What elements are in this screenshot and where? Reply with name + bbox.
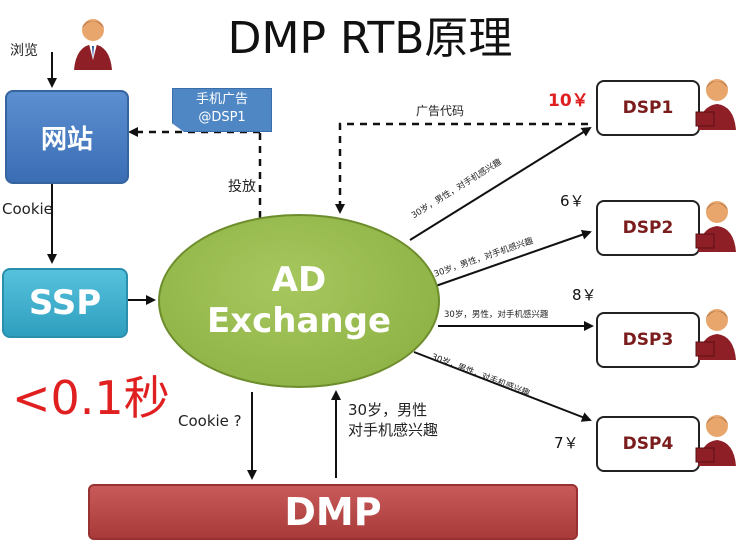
bid-arrow-dsp4 (413, 351, 592, 422)
dmp-reply-line2: 对手机感兴趣 (348, 421, 439, 439)
dsp1-price: 10￥ (548, 91, 589, 111)
cookie-query-label: Cookie ? (178, 412, 242, 430)
website-label: 网站 (40, 124, 93, 155)
dmp-reply-label: 30岁，男性 对手机感兴趣 (348, 400, 438, 440)
dmp-node: DMP (88, 484, 578, 540)
dsp4-price: 7￥ (554, 434, 579, 452)
ad-card: 手机广告 @DSP1 (172, 88, 272, 132)
person-icon (695, 201, 736, 252)
dsp4-label: DSP4 (622, 434, 674, 454)
dsp2-node: DSP2 (596, 200, 700, 256)
ad-exchange-node: AD Exchange (158, 214, 440, 388)
dsp2-price: 6￥ (560, 192, 585, 210)
ad-card-line1: 手机广告 (195, 92, 248, 107)
dsp3-node: DSP3 (596, 312, 700, 368)
cookie-label: Cookie (2, 200, 53, 218)
dsp3-price: 8￥ (572, 286, 597, 304)
dsp1-label: DSP1 (622, 98, 674, 118)
adx-line1: AD (271, 260, 327, 301)
dsp2-label: DSP2 (622, 218, 674, 238)
bid-arrow-dsp2 (429, 229, 592, 289)
page-title: DMP RTB原理 (227, 13, 513, 64)
bid-arrow-dsp1 (409, 126, 592, 241)
person-icon (695, 79, 736, 130)
browse-label: 浏览 (10, 43, 38, 59)
person-icon (74, 19, 112, 70)
dsp3-label: DSP3 (622, 330, 674, 350)
latency-label: <0.1秒 (12, 371, 170, 425)
website-node: 网站 (5, 90, 129, 184)
adx-line2: Exchange (206, 301, 392, 341)
ssp-label: SSP (28, 283, 102, 323)
ad-code-label: 广告代码 (416, 104, 465, 118)
person-icon (695, 415, 736, 466)
deliver-label: 投放 (228, 179, 256, 195)
dmp-reply-line1: 30岁，男性 (348, 401, 428, 419)
ad-code-dashed-line (335, 122, 588, 214)
ssp-node: SSP (2, 268, 128, 338)
bid-request-label-dsp3: 30岁，男性，对手机感兴趣 (444, 310, 549, 320)
ad-card-line2: @DSP1 (198, 110, 246, 125)
dmp-label: DMP (284, 490, 382, 534)
dsp1-node: DSP1 (596, 80, 700, 136)
dsp4-node: DSP4 (596, 416, 700, 472)
person-icon (695, 309, 736, 360)
